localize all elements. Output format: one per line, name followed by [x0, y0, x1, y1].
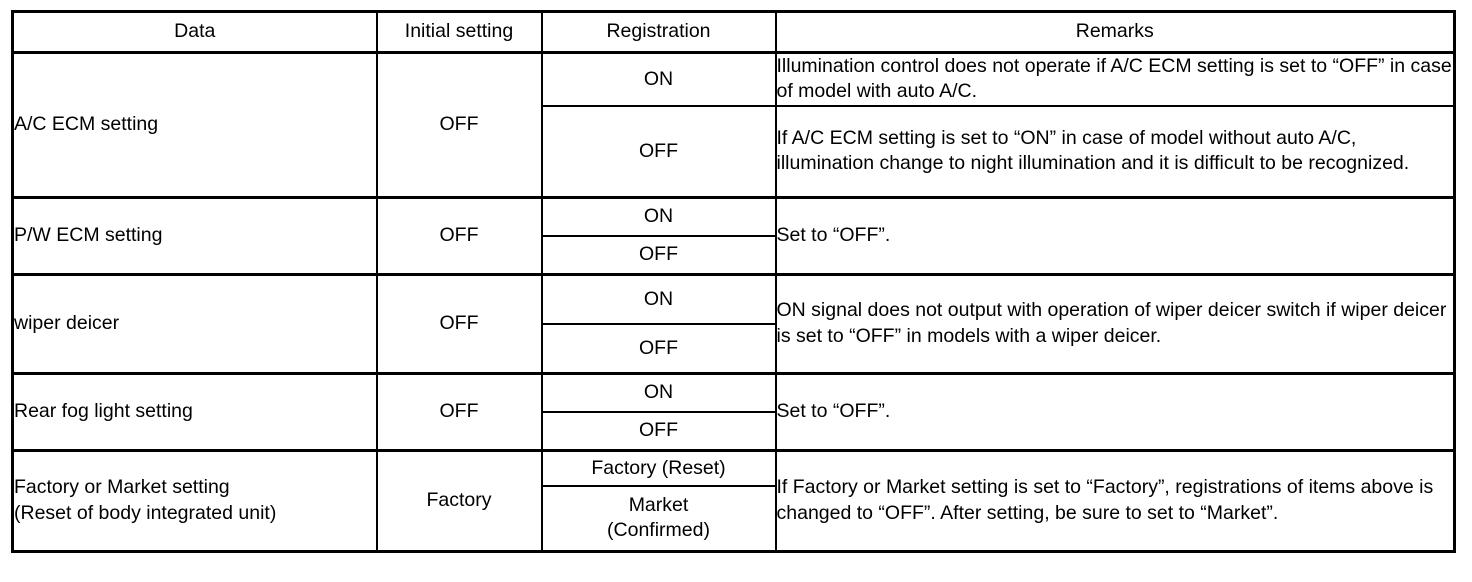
cell-initial-rear-fog-light: OFF — [375, 371, 543, 452]
column-header-data: Data — [11, 10, 378, 54]
cell-registration-factory-reset: Factory (Reset) — [540, 448, 777, 487]
cell-registration-wiper-deicer-off: OFF — [540, 322, 777, 375]
cell-registration-market-line2: (Confirmed) — [607, 519, 710, 542]
table-row: Market (Confirmed) — [13, 484, 1455, 553]
cell-registration-ac-ecm-off: OFF — [540, 104, 777, 199]
cell-initial-factory-market: Factory — [375, 448, 543, 553]
cell-registration-wiper-deicer-on: ON — [540, 272, 777, 325]
table-row: OFF — [13, 234, 1455, 276]
table-row: A/C ECM setting OFF ON Illumination cont… — [11, 50, 1456, 199]
cell-registration-market-line1: Market — [628, 493, 689, 516]
cell-initial-ac-ecm: OFF — [375, 51, 543, 199]
table-body: A/C ECM setting OFF ON Illumination cont… — [11, 50, 1456, 553]
column-header-remarks: Remarks — [774, 10, 1456, 54]
cell-data-factory-market: Factory or Market setting (Reset of body… — [11, 448, 378, 553]
cell-registration-rear-fog-light-off: OFF — [540, 410, 777, 452]
cell-data-factory-market-line2: (Reset of body integrated unit) — [14, 501, 277, 524]
cell-data-rear-fog-light: Rear fog light setting — [11, 371, 378, 452]
cell-remarks-ac-ecm-on: Illumination control does not operate if… — [774, 50, 1456, 107]
cell-registration-pw-ecm-on: ON — [540, 195, 777, 237]
table-header: Data Initial setting Registration Remark… — [11, 10, 1456, 54]
cell-data-wiper-deicer: wiper deicer — [11, 272, 378, 375]
header-row: Data Initial setting Registration Remark… — [11, 10, 1456, 54]
table-row: P/W ECM setting OFF ON Set to “OFF”. — [11, 195, 1456, 276]
table-row: OFF — [13, 322, 1455, 375]
cell-remarks-rear-fog-light: Set to “OFF”. — [774, 371, 1456, 452]
cell-data-pw-ecm: P/W ECM setting — [11, 195, 378, 276]
settings-table: Data Initial setting Registration Remark… — [11, 10, 1456, 553]
cell-remarks-pw-ecm: Set to “OFF”. — [774, 195, 1456, 276]
cell-remarks-wiper-deicer: ON signal does not output with operation… — [774, 272, 1456, 375]
cell-initial-wiper-deicer: OFF — [375, 272, 543, 375]
cell-data-ac-ecm: A/C ECM setting — [11, 51, 378, 199]
table-row: OFF — [13, 410, 1455, 452]
cell-registration-pw-ecm-off: OFF — [540, 234, 777, 276]
cell-remarks-factory-market: If Factory or Market setting is set to “… — [774, 448, 1456, 553]
cell-registration-rear-fog-light-on: ON — [540, 371, 777, 413]
column-header-initial-setting: Initial setting — [375, 10, 543, 54]
table-row: Rear fog light setting OFF ON Set to “OF… — [11, 371, 1456, 452]
table-row: OFF If A/C ECM setting is set to “ON” in… — [13, 104, 1456, 199]
column-header-registration: Registration — [540, 10, 777, 54]
cell-initial-pw-ecm: OFF — [375, 195, 543, 276]
cell-data-factory-market-line1: Factory or Market setting — [14, 476, 230, 499]
cell-registration-market-lines: Market (Confirmed) — [543, 493, 775, 544]
cell-data-factory-market-lines: Factory or Market setting (Reset of body… — [14, 475, 376, 526]
table-row: Factory or Market setting (Reset of body… — [11, 448, 1456, 553]
cell-remarks-ac-ecm-off: If A/C ECM setting is set to “ON” in cas… — [774, 104, 1456, 199]
cell-registration-ac-ecm-on: ON — [540, 50, 777, 107]
table-row: wiper deicer OFF ON ON signal does not o… — [11, 272, 1456, 375]
cell-registration-market-confirmed: Market (Confirmed) — [540, 484, 777, 553]
